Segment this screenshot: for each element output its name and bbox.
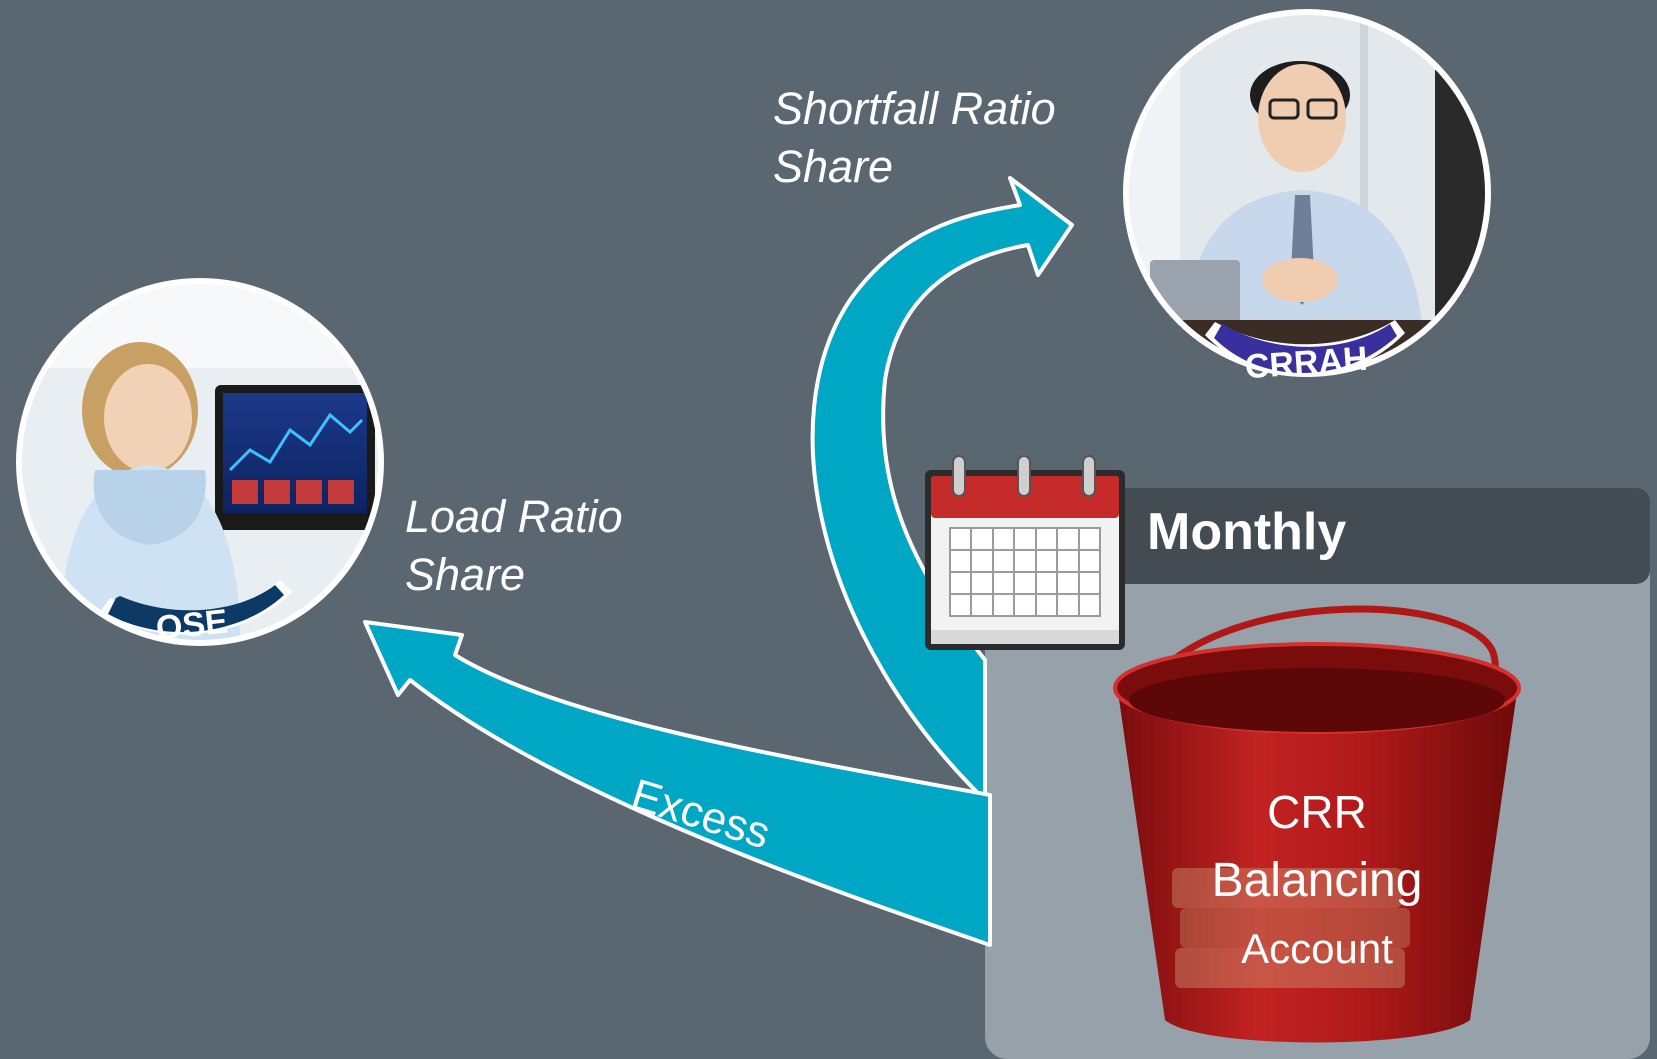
load-ratio-label: Load Ratio Share	[405, 488, 623, 604]
excess-arrow	[363, 620, 992, 947]
shortfall-label-line2: Share	[773, 141, 894, 192]
load-label-line1: Load Ratio	[405, 491, 623, 542]
qse-avatar: QSE	[16, 278, 384, 648]
crrah-avatar: CRRAH	[1123, 9, 1491, 386]
bucket-body	[1117, 685, 1518, 1043]
account-line3: Account	[1241, 925, 1393, 972]
shortfall-arrow	[810, 176, 1074, 802]
crrah-badge-label: CRRAH	[1244, 340, 1369, 386]
shortfall-label-line1: Shortfall Ratio	[773, 83, 1056, 134]
shortfall-ratio-label: Shortfall Ratio Share	[773, 80, 1056, 196]
calendar-icon	[925, 455, 1125, 650]
account-line2: Balancing	[1211, 854, 1423, 907]
panel-header	[1095, 488, 1650, 584]
qse-badge-label: QSE	[154, 602, 229, 647]
monthly-label: Monthly	[1147, 503, 1347, 561]
money-stack-icon	[1172, 868, 1410, 988]
laptop-illustration	[1150, 260, 1240, 330]
bucket-icon	[1113, 605, 1521, 1043]
account-line1: CRR	[1267, 786, 1367, 838]
load-label-line2: Share	[405, 549, 526, 600]
